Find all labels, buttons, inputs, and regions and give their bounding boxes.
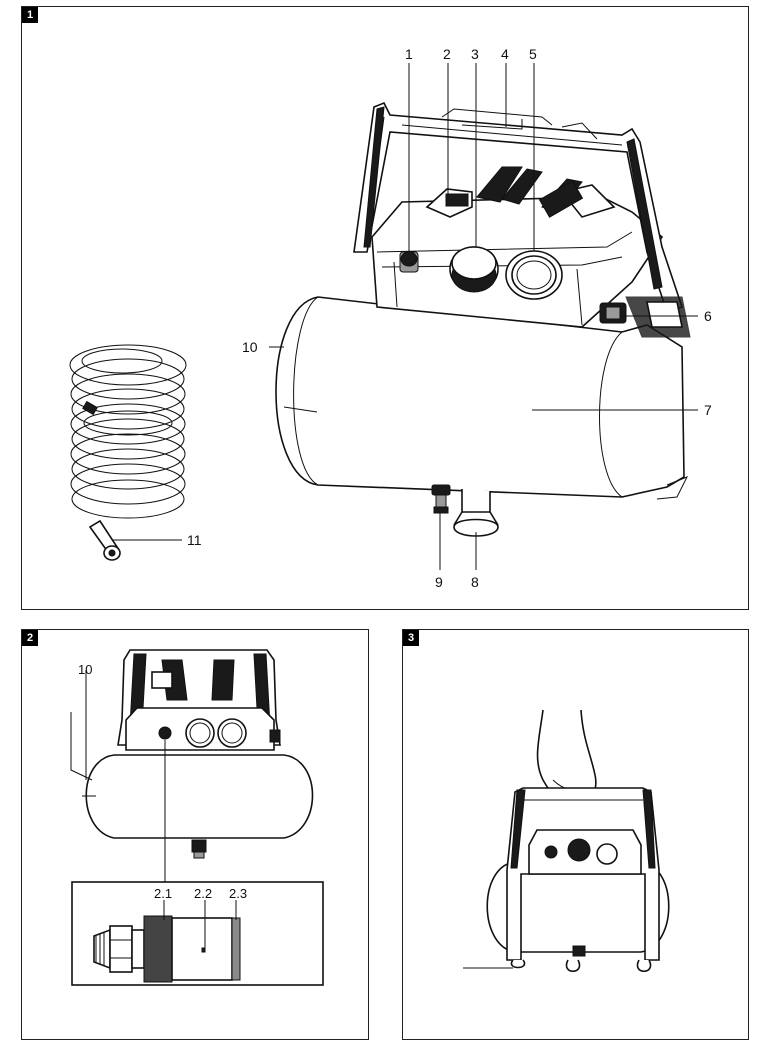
air-hose-coil <box>69 344 187 561</box>
callouts: 1 2 3 4 5 6 7 8 9 10 11 <box>112 46 712 590</box>
detail-callouts: 2.1 2.2 2.3 10 <box>78 662 247 948</box>
callout-2: 2 <box>443 46 451 62</box>
carry-handle <box>353 101 684 314</box>
panel-number-badge: 1 <box>22 7 38 23</box>
callout-2-2: 2.2 <box>194 886 212 901</box>
callout-9: 9 <box>435 574 443 590</box>
panel-number-badge: 3 <box>403 630 419 646</box>
front-controls <box>399 246 691 338</box>
callout-11: 11 <box>187 532 202 548</box>
figure-panel-3: 3 <box>402 629 749 1040</box>
panel-number-badge: 2 <box>22 630 38 646</box>
figure-panel-2: 2 <box>21 629 369 1040</box>
callout-1: 1 <box>405 46 413 62</box>
callout-2-3: 2.3 <box>229 886 247 901</box>
tank-feet <box>431 484 499 537</box>
callout-10: 10 <box>78 662 92 677</box>
carrying-compressor-illustration <box>463 709 670 973</box>
callout-8: 8 <box>471 574 479 590</box>
compressor-illustration: 1 2 3 4 5 6 7 8 9 10 11 <box>69 46 712 590</box>
compressor-front-illustration: 2.1 2.2 2.3 10 <box>70 649 324 986</box>
callout-2-1: 2.1 <box>154 886 172 901</box>
callout-5: 5 <box>529 46 537 62</box>
callout-7: 7 <box>704 402 712 418</box>
callout-6: 6 <box>704 308 712 324</box>
callout-10: 10 <box>242 339 258 355</box>
quick-coupling-detail <box>93 915 241 983</box>
figure-panel-1: 1 <box>21 6 749 610</box>
callout-3: 3 <box>471 46 479 62</box>
air-tank <box>275 296 689 500</box>
callout-4: 4 <box>501 46 509 62</box>
